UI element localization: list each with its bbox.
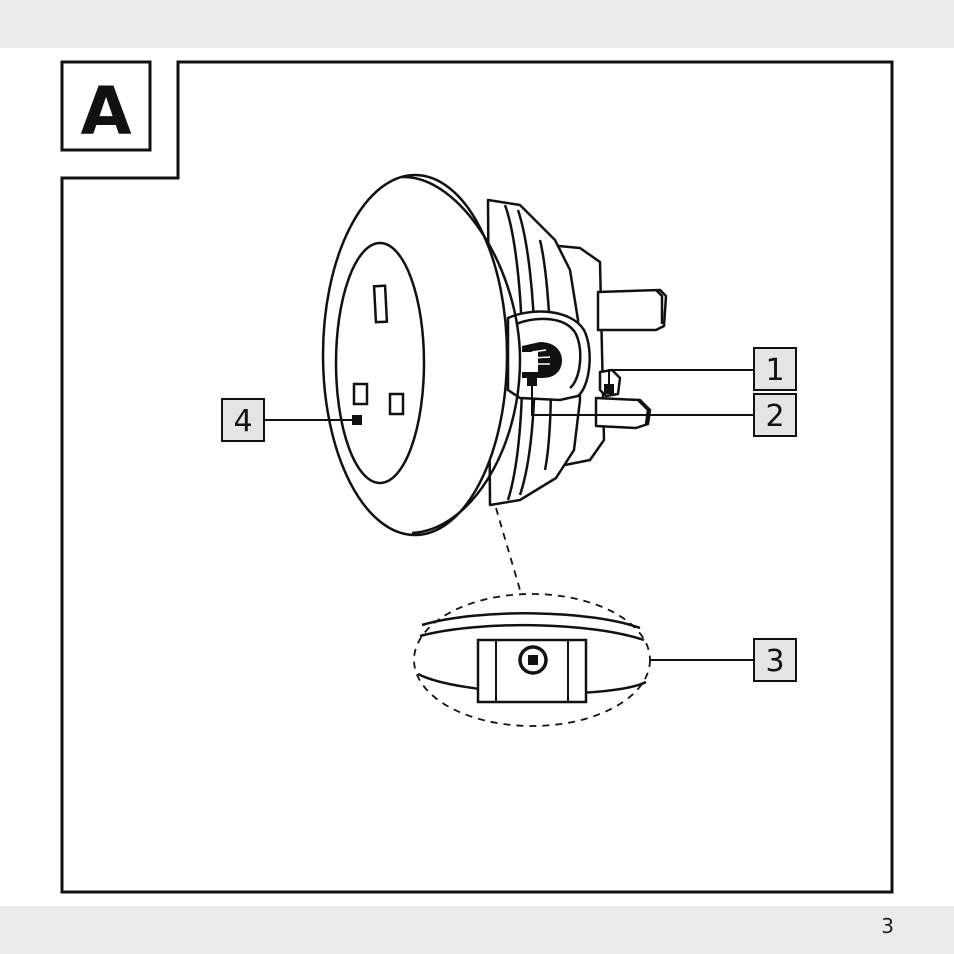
callout-3: 3 (754, 639, 796, 681)
callout-2: 2 (754, 394, 796, 436)
plug-pins (596, 290, 666, 428)
socket-face (336, 243, 424, 483)
detail-connector (496, 508, 520, 590)
detail-view (414, 508, 650, 726)
callout-2-number: 2 (765, 399, 784, 434)
callout-4-number: 4 (233, 404, 252, 439)
figure-label: A (80, 73, 131, 150)
callout-1: 1 (754, 348, 796, 390)
callout-1-number: 1 (765, 353, 784, 388)
callout-3-number: 3 (765, 644, 784, 679)
callout-4: 4 (222, 399, 264, 441)
page-number: 3 (881, 914, 894, 938)
